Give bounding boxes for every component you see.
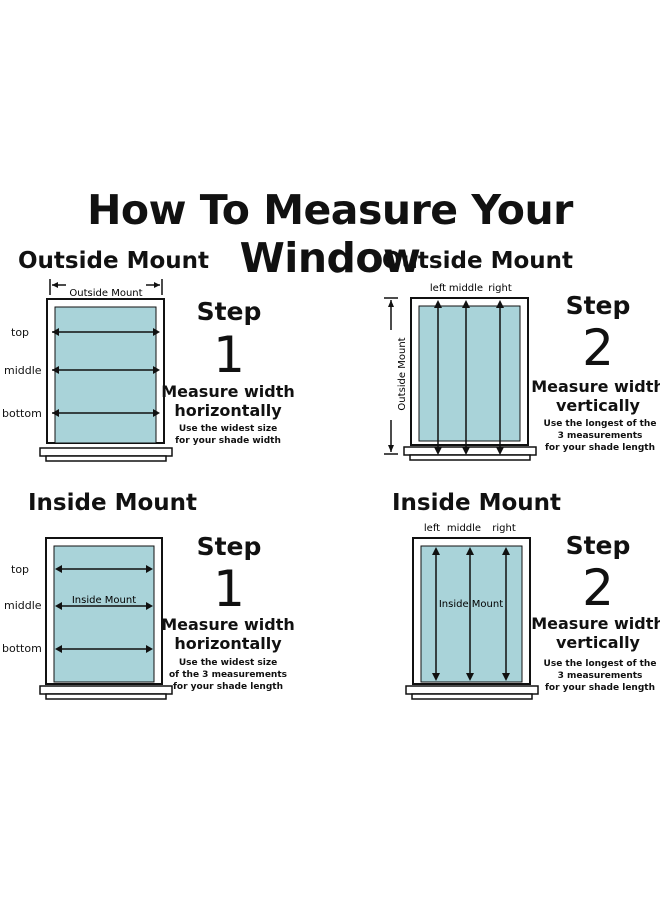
outside-width-window-diagram: Outside Mount (39, 279, 173, 462)
outside-width-dimension-arrow (49, 279, 163, 295)
instruction-line-1: Measure width (531, 614, 660, 633)
note-line: for your shade length (545, 443, 655, 453)
step-number: 1 (213, 560, 245, 618)
window-glass (53, 545, 155, 683)
row-label-top: top (11, 326, 30, 339)
step-note: Use the widest size for your shade width (168, 423, 288, 447)
step-instruction: Measure width vertically (530, 377, 660, 415)
left-length-arrow (432, 547, 440, 681)
middle-width-arrow (55, 602, 153, 610)
step-label: Step (196, 532, 262, 561)
column-label-right: right (488, 283, 512, 294)
note-line: Use the widest size (178, 424, 278, 434)
inside-width-window-diagram: Inside Mount (39, 537, 173, 700)
column-label-left: left (430, 283, 446, 294)
column-label-middle: middle (449, 283, 483, 294)
instruction-line-1: Measure width (161, 615, 295, 634)
note-line: for your shade length (545, 683, 655, 693)
window-glass (418, 305, 521, 442)
inside-width-mount-label: Inside Mount (72, 595, 136, 606)
window-glass (54, 306, 157, 444)
row-label-middle: middle (4, 599, 42, 612)
row-label-bottom: bottom (2, 407, 42, 420)
row-label-top: top (11, 563, 30, 576)
column-label-right: right (492, 523, 516, 534)
page-title: How To Measure Your Window (87, 186, 573, 282)
note-line: 3 measurements (557, 671, 643, 681)
step-note: Use the widest size of the 3 measurement… (166, 657, 290, 693)
middle-length-arrow (462, 300, 470, 455)
note-line: Use the longest of the (543, 659, 657, 669)
window-sill (39, 447, 173, 457)
step-label: Step (565, 531, 631, 560)
top-width-arrow (55, 565, 153, 573)
top-width-arrow (52, 328, 160, 336)
bottom-width-arrow (52, 409, 160, 417)
column-label-middle: middle (447, 523, 481, 534)
outside-length-heading: Outside Mount (382, 248, 573, 274)
note-line: of the 3 measurements (169, 670, 287, 680)
note-line: 3 measurements (557, 431, 643, 441)
step-number: 1 (213, 326, 245, 384)
instruction-line-2: horizontally (174, 401, 282, 420)
inside-height-mount-label: Inside Mount (439, 599, 503, 610)
step-note: Use the longest of the 3 measurements fo… (540, 418, 660, 454)
instruction-line-1: Measure width (161, 382, 295, 401)
note-line: for your shade length (173, 682, 283, 692)
instruction-line-2: horizontally (174, 634, 282, 653)
inside-length-window-diagram: left middle right Inside Mount (405, 523, 539, 700)
step-number: 2 (582, 319, 614, 377)
outside-height-dimension-arrow (384, 297, 398, 455)
step-label: Step (196, 297, 262, 326)
window-glass (420, 545, 523, 683)
outside-width-mount-label: Outside Mount (69, 288, 142, 299)
window-sill (405, 685, 539, 695)
window-sill (39, 685, 173, 695)
outside-width-heading: Outside Mount (18, 248, 209, 274)
step-instruction: Measure width horizontally (158, 615, 298, 653)
right-length-arrow (502, 547, 510, 681)
row-label-bottom: bottom (2, 642, 42, 655)
note-line: for your shade width (175, 436, 281, 446)
middle-width-arrow (52, 366, 160, 374)
column-label-left: left (424, 523, 440, 534)
step-instruction: Measure width horizontally (158, 382, 298, 420)
instruction-line-2: vertically (556, 396, 640, 415)
step-number: 2 (582, 559, 614, 617)
instruction-line-2: vertically (556, 633, 640, 652)
window-sill (403, 446, 537, 456)
inside-width-heading: Inside Mount (28, 490, 198, 516)
instruction-line-1: Measure width (531, 377, 660, 396)
step-note: Use the longest of the 3 measurements fo… (538, 658, 660, 694)
note-line: Use the widest size (178, 658, 278, 668)
inside-length-heading: Inside Mount (392, 490, 562, 516)
outside-height-mount-label: Outside Mount (397, 337, 408, 410)
step-label: Step (565, 291, 631, 320)
middle-length-arrow (466, 547, 474, 681)
row-label-middle: middle (4, 364, 42, 377)
left-length-arrow (434, 300, 442, 455)
note-line: Use the longest of the (543, 419, 657, 429)
right-length-arrow (496, 300, 504, 455)
bottom-width-arrow (55, 645, 153, 653)
outside-length-window-diagram: left middle right Outside Mount (384, 283, 537, 461)
step-instruction: Measure width vertically (530, 614, 660, 652)
